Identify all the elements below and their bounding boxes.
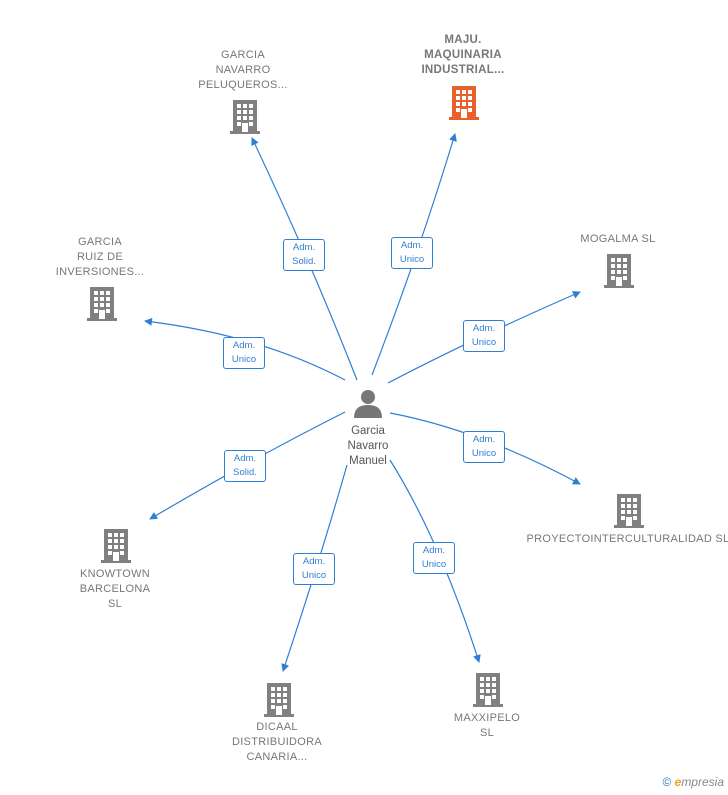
company-name-maju-maquinaria[interactable]: MAJU. MAQUINARIA INDUSTRIAL... <box>421 34 505 76</box>
role-badge-garcia-navarro-peluqueros[interactable]: Adm. Solid. <box>283 239 325 271</box>
company-name-dicaal[interactable]: DICAAL DISTRIBUIDORA CANARIA... <box>231 721 323 763</box>
center-person-name[interactable]: Garcia Navarro Manuel <box>347 425 389 467</box>
person-icon[interactable] <box>352 388 384 423</box>
brand-name: mpresia <box>681 775 724 789</box>
building-icon[interactable] <box>101 527 131 568</box>
building-icon[interactable] <box>264 681 294 722</box>
role-badge-dicaal[interactable]: Adm. Unico <box>293 553 335 585</box>
company-name-knowtown[interactable]: KNOWTOWN BARCELONA SL <box>79 568 151 610</box>
copyright-symbol: © <box>662 775 672 789</box>
building-icon[interactable] <box>230 98 260 139</box>
role-badge-knowtown[interactable]: Adm. Solid. <box>224 450 266 482</box>
brand-initial: e <box>674 775 682 789</box>
building-icon[interactable] <box>614 492 644 533</box>
building-icon[interactable] <box>604 252 634 293</box>
company-name-mogalma[interactable]: MOGALMA SL <box>580 233 656 245</box>
company-name-proyectointerculturalidad[interactable]: PROYECTOINTERCULTURALIDAD SL <box>526 533 728 545</box>
role-badge-maju-maquinaria[interactable]: Adm. Unico <box>391 237 433 269</box>
building-icon[interactable] <box>449 84 479 125</box>
building-icon[interactable] <box>87 285 117 326</box>
building-icon[interactable] <box>473 671 503 712</box>
role-badge-garcia-ruiz[interactable]: Adm. Unico <box>223 337 265 369</box>
role-badge-mogalma[interactable]: Adm. Unico <box>463 320 505 352</box>
role-badge-proyectointerculturalidad[interactable]: Adm. Unico <box>463 431 505 463</box>
company-name-maxxipelo[interactable]: MAXXIPELO SL <box>453 712 521 739</box>
role-badge-maxxipelo[interactable]: Adm. Unico <box>413 542 455 574</box>
company-name-garcia-navarro-peluqueros[interactable]: GARCIA NAVARRO PELUQUEROS... <box>198 49 288 91</box>
company-name-garcia-ruiz[interactable]: GARCIA RUIZ DE INVERSIONES... <box>55 236 145 278</box>
footer-brand: © empresia <box>662 775 724 789</box>
